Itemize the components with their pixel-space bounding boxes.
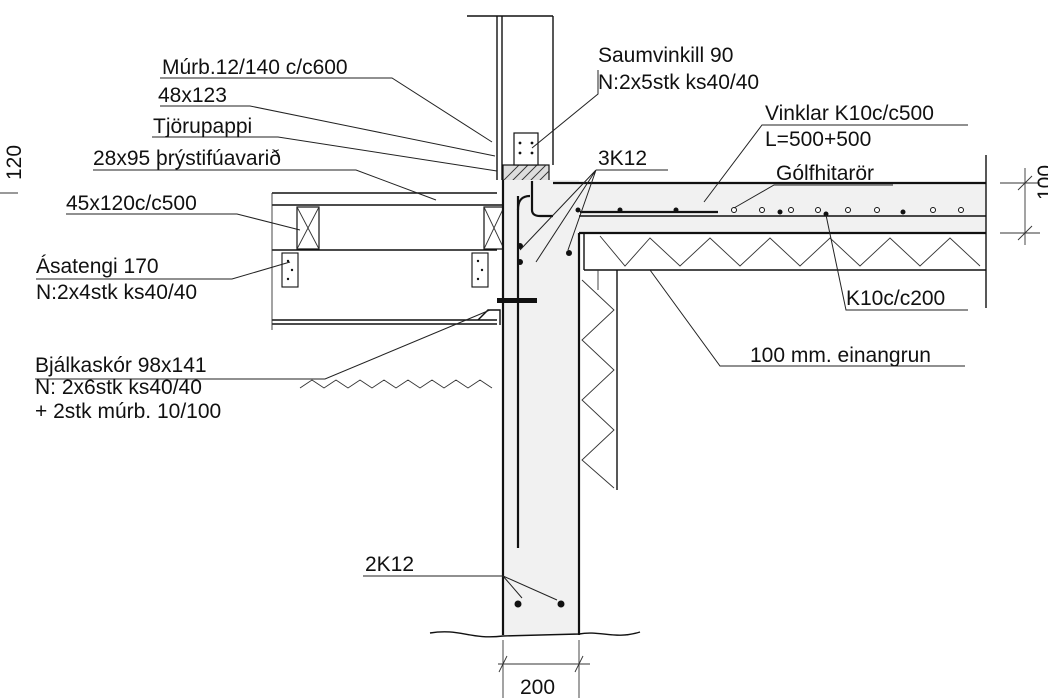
label-k10: K10c/c200 — [846, 287, 945, 310]
label-vinklar-length: L=500+500 — [765, 128, 871, 151]
concrete-wall — [429, 180, 720, 698]
timber-wall-above — [467, 15, 554, 182]
label-saumvinkill: Saumvinkill 90 — [598, 44, 733, 67]
label-einangrun: 100 mm. einangrun — [750, 344, 931, 367]
leader-lines — [35, 70, 968, 601]
label-dim-120: 120 — [3, 145, 26, 180]
ground-line — [299, 379, 493, 389]
label-murb: Múrb.12/140 c/c600 — [162, 56, 348, 79]
label-asatengi-nails: N:2x4stk ks40/40 — [36, 281, 197, 304]
label-bjalkaskor-bolts: + 2stk múrb. 10/100 — [35, 400, 221, 423]
label-3k12: 3K12 — [598, 147, 647, 170]
label-dim-200: 200 — [520, 676, 555, 698]
label-bjalkaskor-nails: N: 2x6stk ks40/40 — [35, 376, 202, 399]
label-tjorupappi: Tjörupappi — [153, 115, 252, 138]
label-vinklar: Vinklar K10c/c500 — [765, 102, 934, 125]
label-2k12: 2K12 — [365, 553, 414, 576]
label-asatengi: Ásatengi 170 — [36, 255, 159, 278]
insulation — [581, 233, 986, 490]
timber-floor — [271, 192, 505, 330]
label-golfhitaror: Gólfhitarör — [776, 162, 874, 185]
floor-slab — [553, 155, 987, 308]
label-stud-48x123: 48x123 — [158, 84, 227, 107]
label-dim-100: 100 — [1034, 165, 1048, 200]
label-bottom-board: 28x95 þrýstifúavarið — [93, 147, 281, 170]
dimensions — [0, 168, 1040, 673]
label-joist: 45x120c/c500 — [66, 192, 197, 215]
label-bjalkaskor: Bjálkaskór 98x141 — [35, 354, 207, 377]
label-saumvinkill-nails: N:2x5stk ks40/40 — [598, 71, 759, 94]
